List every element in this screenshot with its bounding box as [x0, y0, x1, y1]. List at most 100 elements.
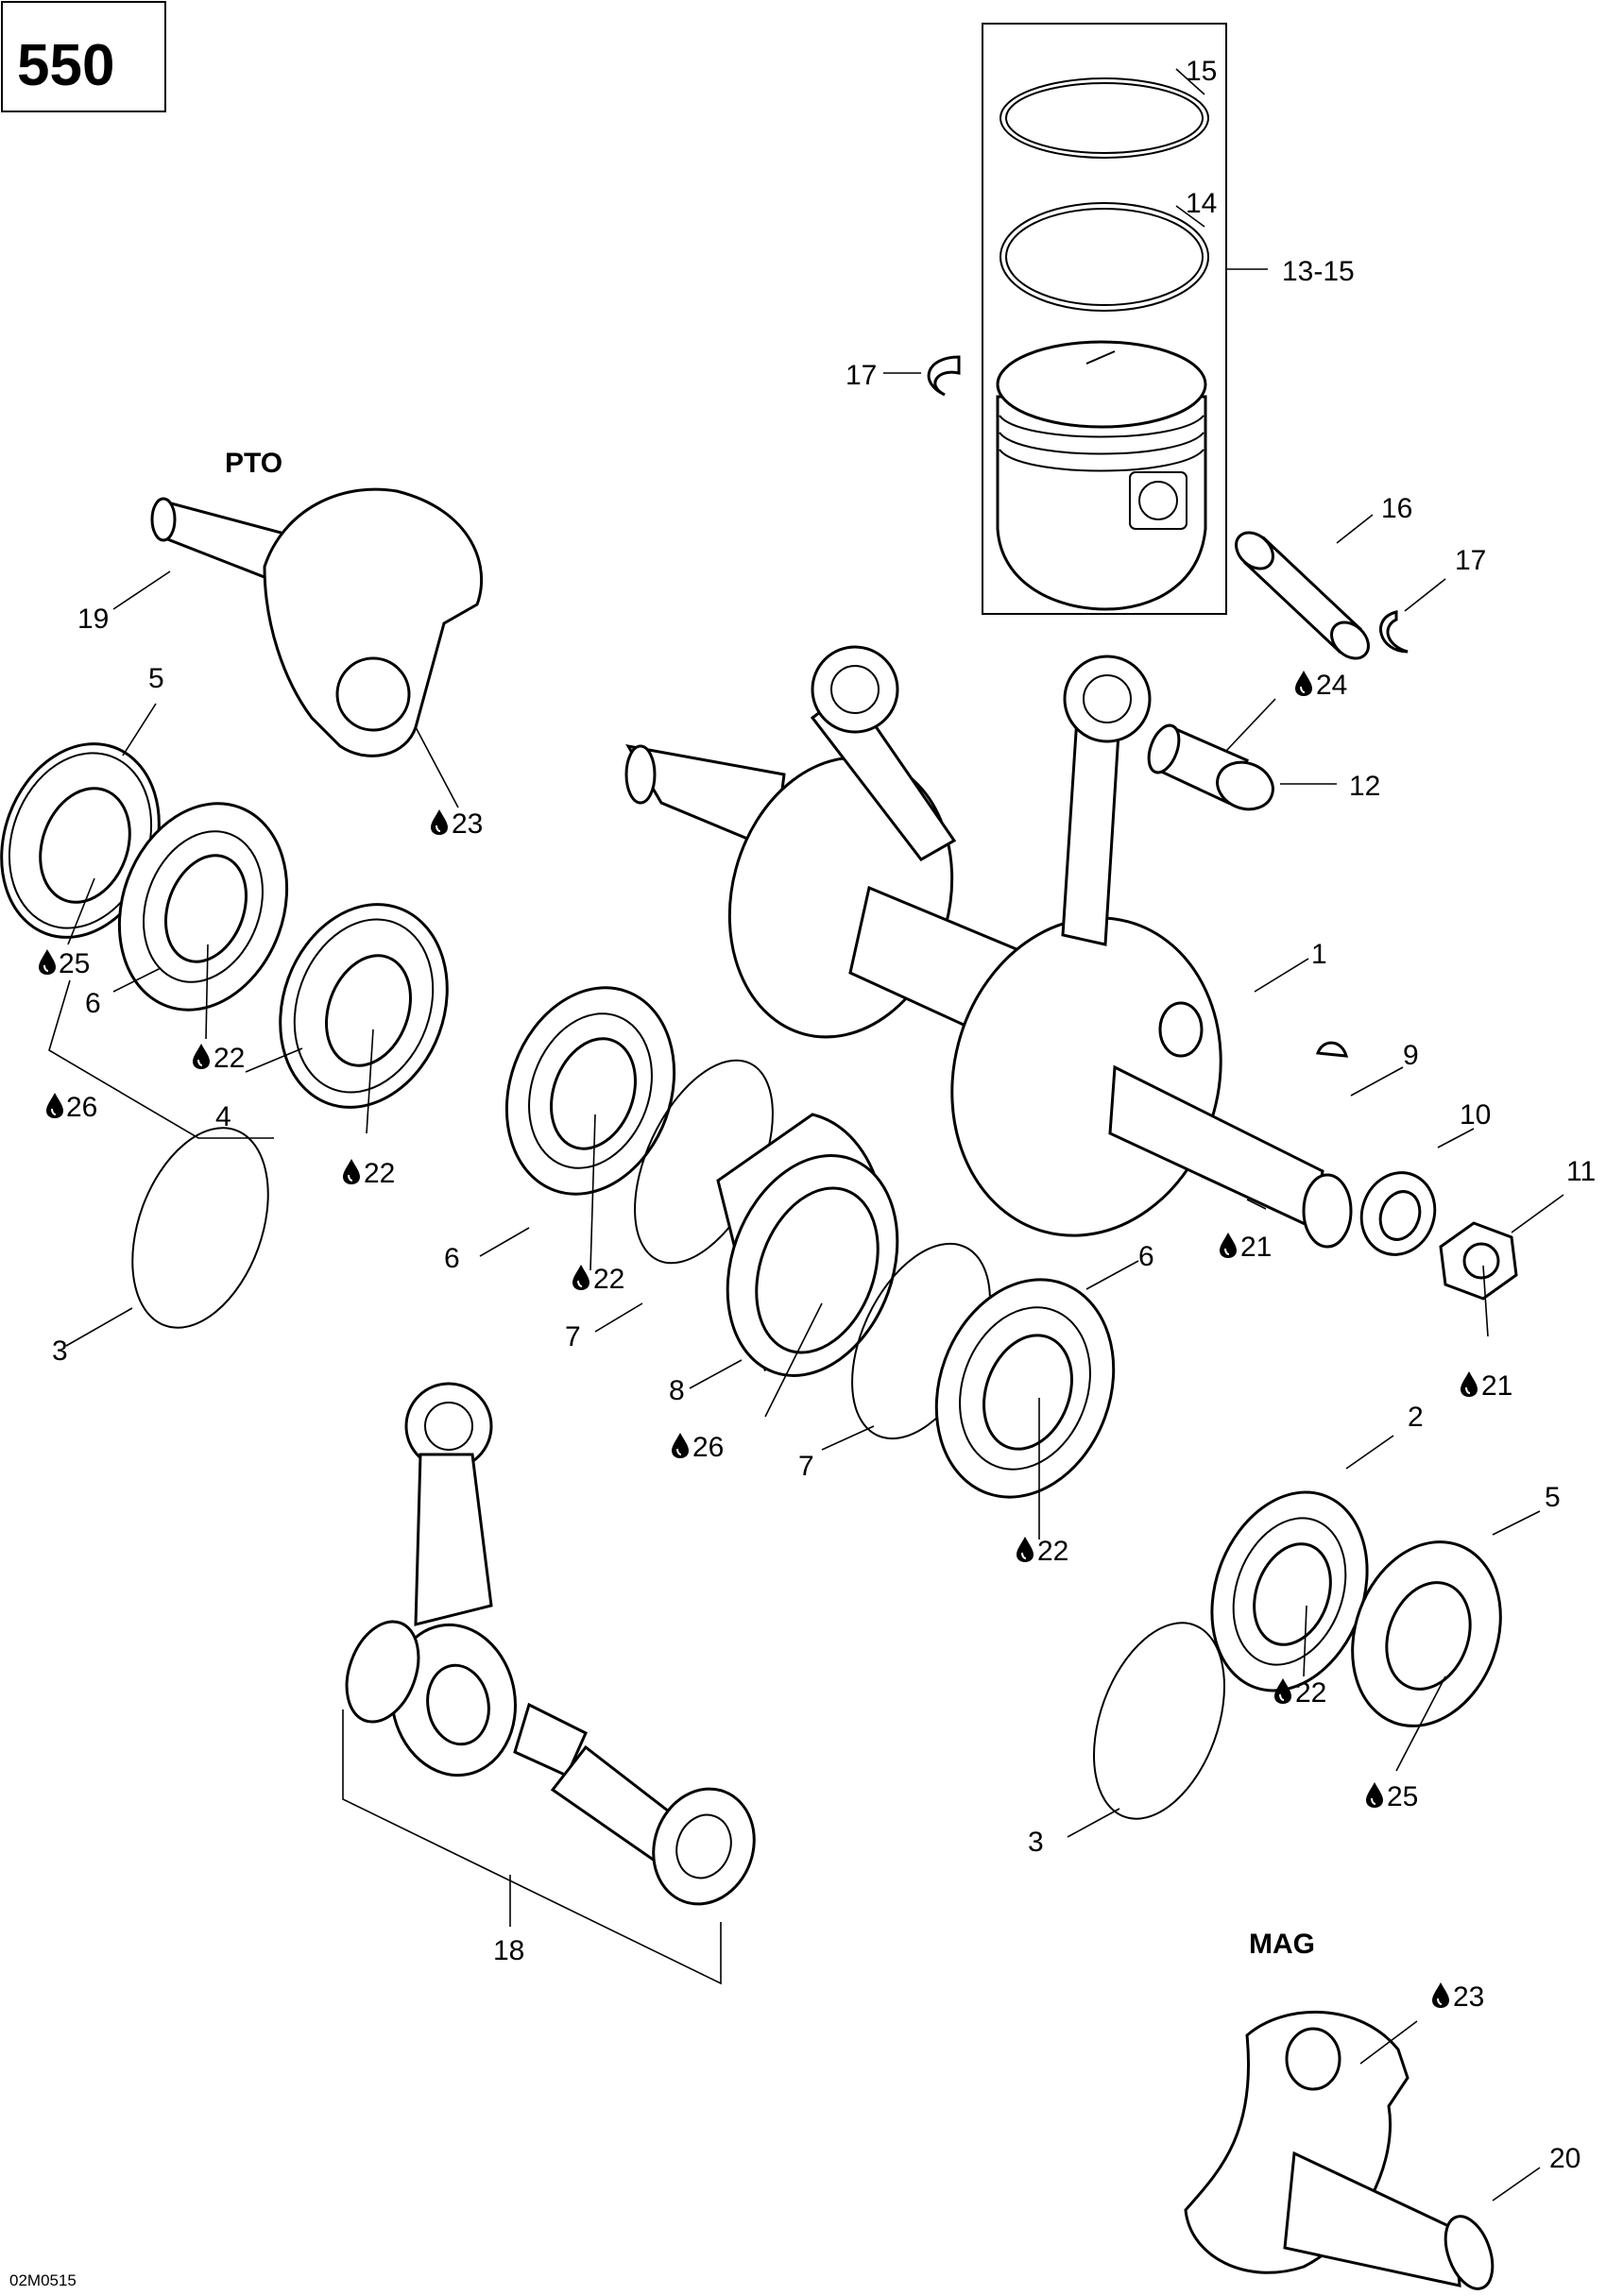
callout: 10 — [1460, 1099, 1491, 1131]
callout: 20 — [1549, 2143, 1580, 2174]
svg-text:1: 1 — [1311, 939, 1327, 970]
callout: 23 — [430, 808, 483, 840]
circlip-left — [927, 355, 961, 397]
callout-labels: 15 14 13-15 17 16 17 19 24 12 5 23 1 25 … — [38, 56, 1596, 2174]
svg-text:26: 26 — [692, 1432, 724, 1463]
svg-text:9: 9 — [1403, 1040, 1419, 1071]
callout: 6 — [85, 988, 101, 1019]
callout: 5 — [148, 663, 164, 694]
svg-text:21: 21 — [1481, 1370, 1512, 1402]
callout: 13-15 — [1282, 256, 1355, 287]
svg-text:12: 12 — [1349, 771, 1380, 802]
svg-text:6: 6 — [1138, 1241, 1154, 1272]
ball-bearing-center-right — [934, 1278, 1116, 1499]
drawing-code: 02M0515 — [9, 2271, 77, 2289]
callout: 23 — [1431, 1981, 1484, 2013]
callout: 7 — [798, 1451, 814, 1482]
callout: 22 — [192, 1043, 245, 1074]
svg-text:15: 15 — [1186, 56, 1217, 87]
piston — [996, 340, 1207, 611]
svg-text:5: 5 — [1545, 1482, 1561, 1513]
callout: 3 — [1028, 1827, 1044, 1858]
bracket-18 — [342, 1709, 722, 1985]
callout: 1 — [1311, 939, 1327, 970]
svg-text:24: 24 — [1316, 670, 1347, 701]
callout: 26 — [45, 1092, 97, 1123]
ball-bearing-left — [117, 802, 289, 1012]
svg-text:17: 17 — [846, 360, 877, 391]
svg-text:6: 6 — [85, 988, 101, 1019]
callout: 15 — [1186, 56, 1217, 87]
ball-bearing-pto — [279, 903, 449, 1109]
svg-text:22: 22 — [593, 1264, 624, 1295]
svg-text:10: 10 — [1460, 1099, 1491, 1131]
oil-seal-right — [1351, 1540, 1502, 1727]
hex-nut — [1439, 1221, 1518, 1301]
piston-pin — [1235, 531, 1370, 660]
svg-text:2: 2 — [1408, 1402, 1424, 1433]
callout: 22 — [342, 1158, 395, 1189]
svg-text:17: 17 — [1455, 545, 1486, 576]
callout: 21 — [1219, 1232, 1272, 1263]
title-box: 550 — [1, 1, 166, 112]
o-ring-right — [1093, 1622, 1225, 1820]
svg-text:6: 6 — [444, 1243, 460, 1274]
callout: 2 — [1408, 1402, 1424, 1433]
callout: 21 — [1460, 1370, 1512, 1402]
svg-text:11: 11 — [1566, 1156, 1596, 1187]
ball-bearing-mag — [1210, 1490, 1369, 1692]
svg-text:22: 22 — [214, 1043, 245, 1074]
svg-text:22: 22 — [1037, 1536, 1068, 1567]
o-ring-left — [131, 1127, 269, 1329]
svg-text:23: 23 — [1453, 1981, 1484, 2013]
svg-text:22: 22 — [364, 1158, 395, 1189]
callout: 18 — [493, 1935, 524, 1966]
ball-bearing-center-left — [504, 986, 676, 1196]
callout: 26 — [671, 1432, 724, 1463]
callout: 17 — [1455, 545, 1486, 576]
svg-text:14: 14 — [1186, 188, 1217, 219]
svg-text:18: 18 — [493, 1935, 524, 1966]
callout: 25 — [1365, 1781, 1418, 1812]
svg-text:3: 3 — [52, 1335, 68, 1367]
callout: 6 — [1138, 1241, 1154, 1272]
circlip-right — [1379, 610, 1409, 654]
mag-crank-half — [1184, 2010, 1495, 2290]
callout: 6 — [444, 1243, 460, 1274]
piston-group — [982, 23, 1227, 615]
svg-text:26: 26 — [66, 1092, 97, 1123]
svg-text:8: 8 — [669, 1375, 685, 1406]
callout: 19 — [77, 604, 109, 635]
crankshaft — [624, 645, 1353, 1249]
svg-text:13-15: 13-15 — [1282, 256, 1355, 287]
callout: 3 — [52, 1335, 68, 1367]
piston-ring-second — [999, 202, 1209, 312]
svg-text:22: 22 — [1295, 1677, 1326, 1709]
svg-text:25: 25 — [1387, 1781, 1418, 1812]
lock-washer — [1359, 1171, 1437, 1256]
callout: 4 — [215, 1101, 231, 1132]
thrust-washer — [1216, 760, 1274, 811]
mag-label: MAG — [1249, 1929, 1315, 1960]
svg-text:4: 4 — [215, 1101, 231, 1132]
svg-text:19: 19 — [77, 604, 109, 635]
svg-text:7: 7 — [798, 1451, 814, 1482]
svg-text:25: 25 — [59, 948, 90, 979]
callout: 8 — [669, 1375, 685, 1406]
callout: 5 — [1545, 1482, 1561, 1513]
callout: 24 — [1294, 670, 1347, 701]
svg-text:23: 23 — [452, 808, 483, 840]
svg-text:3: 3 — [1028, 1827, 1044, 1858]
callout: 12 — [1349, 771, 1380, 802]
callout: 7 — [565, 1321, 581, 1352]
distance-ring — [716, 1113, 899, 1377]
callout: 22 — [1273, 1677, 1326, 1709]
svg-text:7: 7 — [565, 1321, 581, 1352]
svg-text:5: 5 — [148, 663, 164, 694]
svg-text:20: 20 — [1549, 2143, 1580, 2174]
callout: 22 — [1016, 1536, 1068, 1567]
pto-label: PTO — [225, 448, 282, 479]
pto-crank-half — [150, 487, 484, 757]
callout: 25 — [38, 948, 90, 979]
